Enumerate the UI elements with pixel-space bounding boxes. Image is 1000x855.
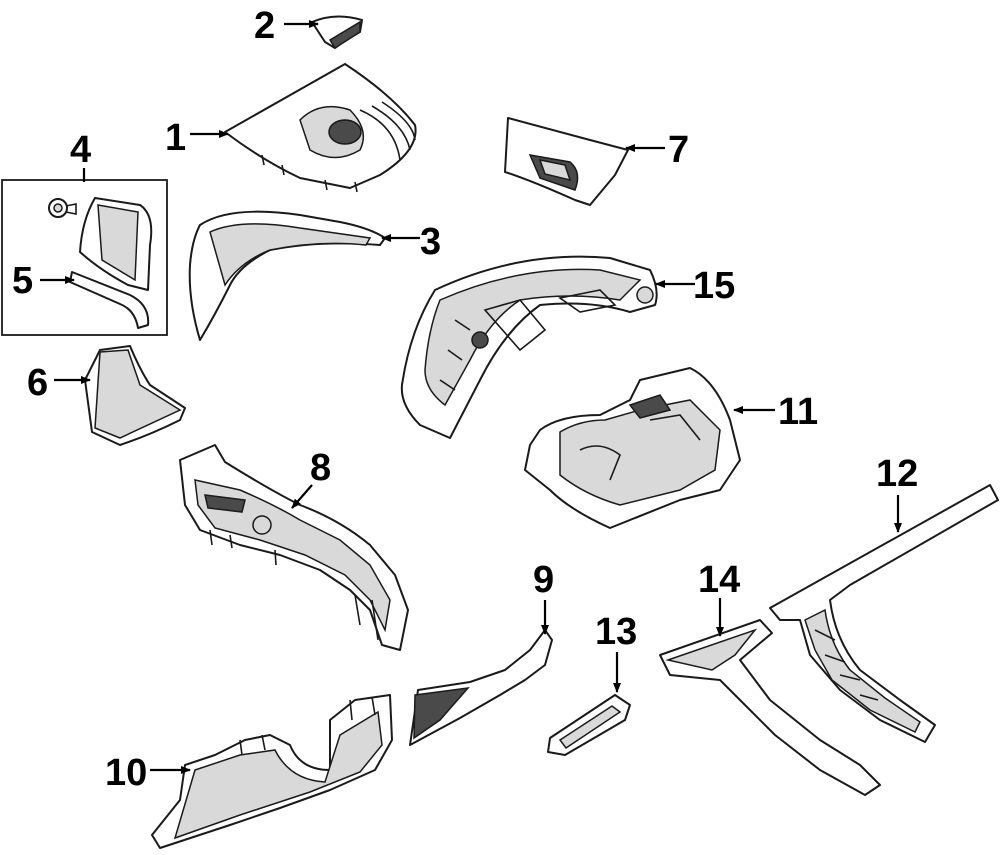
- callout-3: 3: [420, 221, 441, 263]
- callout-7: 7: [668, 129, 689, 171]
- callout-8: 8: [310, 447, 331, 489]
- part-13-trim-piece[interactable]: [547, 694, 631, 756]
- part-14-frame-piece[interactable]: [659, 619, 881, 796]
- part-8-reinforcement[interactable]: [179, 444, 409, 651]
- callout-arrows: [40, 20, 902, 774]
- callout-14: 14: [698, 559, 740, 601]
- callout-15: 15: [693, 265, 735, 307]
- part-7-bracket[interactable]: [504, 117, 629, 206]
- callout-13: 13: [595, 611, 637, 653]
- part-4-group[interactable]: [1, 179, 168, 336]
- part-10-lower-panel[interactable]: [151, 694, 393, 849]
- callout-2: 2: [254, 5, 275, 47]
- callout-9: 9: [533, 559, 554, 601]
- callout-11: 11: [778, 391, 818, 433]
- part-12-rail[interactable]: [769, 484, 999, 743]
- callout-12: 12: [876, 453, 918, 495]
- callout-1: 1: [165, 117, 186, 159]
- part-5-trim-strip[interactable]: [69, 271, 150, 329]
- callout-labels: 2 1 3 4 5 6 7 8 9 10 11 12 13 14 15: [12, 5, 918, 794]
- part-2-cap[interactable]: [311, 15, 363, 50]
- part-11-console-box[interactable]: [524, 367, 741, 529]
- part-9-side-trim[interactable]: [409, 629, 553, 746]
- part-3-side-panel[interactable]: [188, 210, 386, 341]
- part-15-frame[interactable]: [400, 255, 658, 439]
- fastener-icon: [48, 198, 77, 218]
- callout-5: 5: [12, 260, 33, 302]
- callout-10: 10: [105, 752, 147, 794]
- part-1-console-trim[interactable]: [224, 63, 417, 193]
- callout-4: 4: [70, 129, 91, 171]
- part-6-panel[interactable]: [84, 345, 186, 446]
- callout-6: 6: [27, 362, 48, 404]
